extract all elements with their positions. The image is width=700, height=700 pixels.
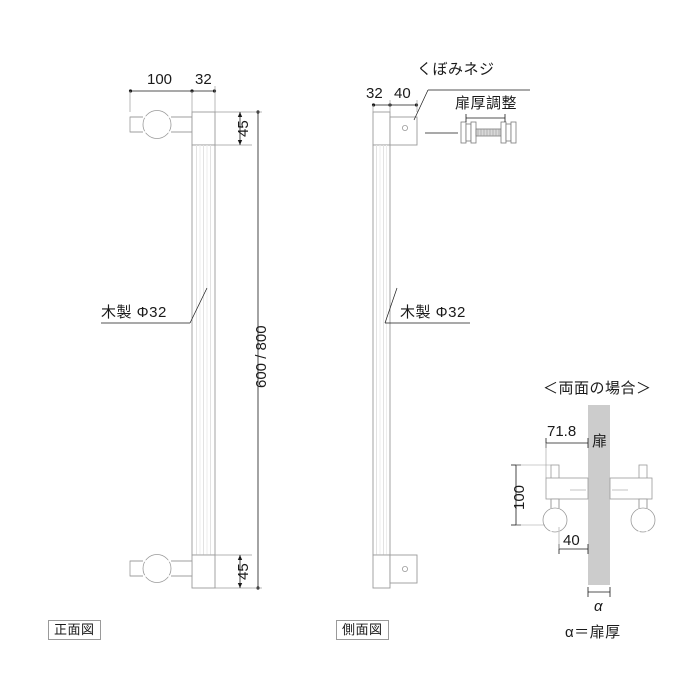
front-bar bbox=[191, 144, 216, 556]
detail-title: ＜両面の場合＞ bbox=[543, 380, 652, 397]
side-view-group bbox=[371, 89, 530, 589]
front-view-label: 正面図 bbox=[48, 620, 101, 640]
front-dim-45-top bbox=[215, 111, 252, 146]
front-dim-32-text: 32 bbox=[195, 71, 212, 88]
detail-dim-alpha bbox=[587, 587, 611, 597]
front-material-label: 木製 Φ32 bbox=[101, 304, 167, 321]
side-bottom-screw-hole bbox=[401, 566, 408, 573]
side-view-label: 側面図 bbox=[336, 620, 389, 640]
detail-dim-71-8-text: 71.8 bbox=[547, 423, 577, 440]
side-material-label: 木製 Φ32 bbox=[400, 304, 466, 321]
side-bar bbox=[372, 144, 391, 556]
front-dim-45-bottom-text: 45 bbox=[235, 563, 252, 580]
front-top-arm bbox=[129, 110, 193, 139]
detail-dim-71-8 bbox=[545, 438, 589, 478]
detail-dim-100-text: 100 bbox=[511, 484, 528, 510]
front-top-dimension bbox=[128, 86, 217, 112]
detail-alpha-note: α＝扉厚 bbox=[565, 624, 621, 641]
front-view-group bbox=[101, 86, 262, 590]
side-top-dimension bbox=[371, 100, 419, 112]
detail-alpha-text: α bbox=[594, 598, 603, 615]
detail-dim-40 bbox=[558, 527, 589, 554]
side-top-screw-hole bbox=[401, 125, 408, 132]
side-top-bracket bbox=[389, 116, 418, 146]
side-top-bar-block bbox=[372, 111, 391, 146]
recessed-screw-leader bbox=[413, 89, 530, 121]
front-dim-45-bottom bbox=[215, 554, 252, 589]
detail-dim-100 bbox=[511, 464, 551, 526]
double-sided-detail-group bbox=[511, 405, 656, 597]
front-material-leader bbox=[101, 287, 208, 324]
front-dim-length-text: 600 / 800 bbox=[253, 325, 270, 388]
detail-left-handle bbox=[542, 464, 589, 533]
front-dim-length bbox=[252, 110, 262, 590]
side-material-leader bbox=[384, 287, 470, 324]
front-dim-100-text: 100 bbox=[147, 71, 173, 88]
side-bottom-bar-block bbox=[372, 554, 391, 589]
front-bottom-plate bbox=[191, 554, 216, 589]
recessed-screw-label: くぼみネジ bbox=[417, 61, 495, 78]
front-bottom-arm bbox=[129, 554, 193, 583]
front-dim-45-top-text: 45 bbox=[235, 120, 252, 137]
screw-hardware-detail bbox=[460, 121, 517, 144]
door-panel bbox=[588, 405, 610, 585]
door-thickness-adjust-label: 扉厚調整 bbox=[455, 95, 518, 112]
detail-right-handle bbox=[609, 464, 656, 533]
side-dim-40-text: 40 bbox=[394, 85, 411, 102]
detail-dim-40-text: 40 bbox=[563, 532, 580, 549]
door-label: 扉 bbox=[592, 433, 608, 450]
door-thickness-adjust-dimension bbox=[465, 114, 506, 122]
front-top-plate bbox=[191, 111, 216, 146]
side-dim-32-text: 32 bbox=[366, 85, 383, 102]
